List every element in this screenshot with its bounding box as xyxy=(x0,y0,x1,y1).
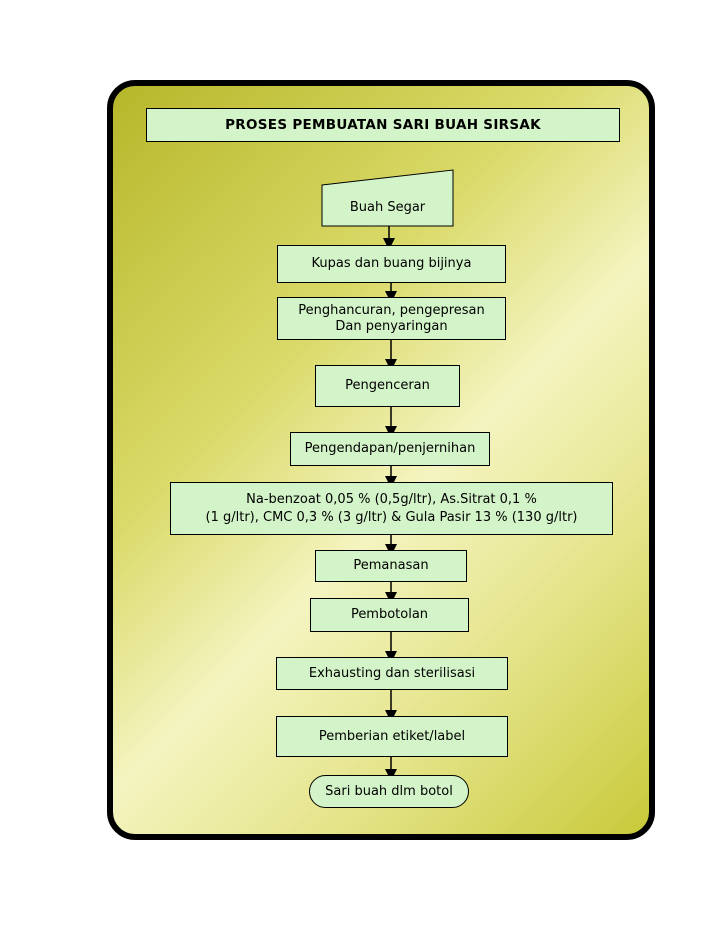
input-shape xyxy=(321,169,454,227)
step-bahan-tambahan: Na-benzoat 0,05 % (0,5g/ltr), As.Sitrat … xyxy=(170,482,613,535)
step-pemanasan: Pemanasan xyxy=(315,550,467,582)
step-penghancuran: Penghancuran, pengepresan Dan penyaringa… xyxy=(277,297,506,340)
step-pembotolan: Pembotolan xyxy=(310,598,469,632)
step-exhausting: Exhausting dan sterilisasi xyxy=(276,657,508,690)
step-pengenceran: Pengenceran xyxy=(315,365,460,407)
step-pengendapan: Pengendapan/penjernihan xyxy=(290,432,490,466)
step-buah-segar: Buah Segar xyxy=(349,200,426,215)
diagram-title: PROSES PEMBUATAN SARI BUAH SIRSAK xyxy=(146,108,620,142)
step-pemberian-etiket: Pemberian etiket/label xyxy=(276,716,508,757)
step-kupas: Kupas dan buang bijinya xyxy=(277,245,506,283)
step-sari-buah: Sari buah dlm botol xyxy=(309,775,469,808)
